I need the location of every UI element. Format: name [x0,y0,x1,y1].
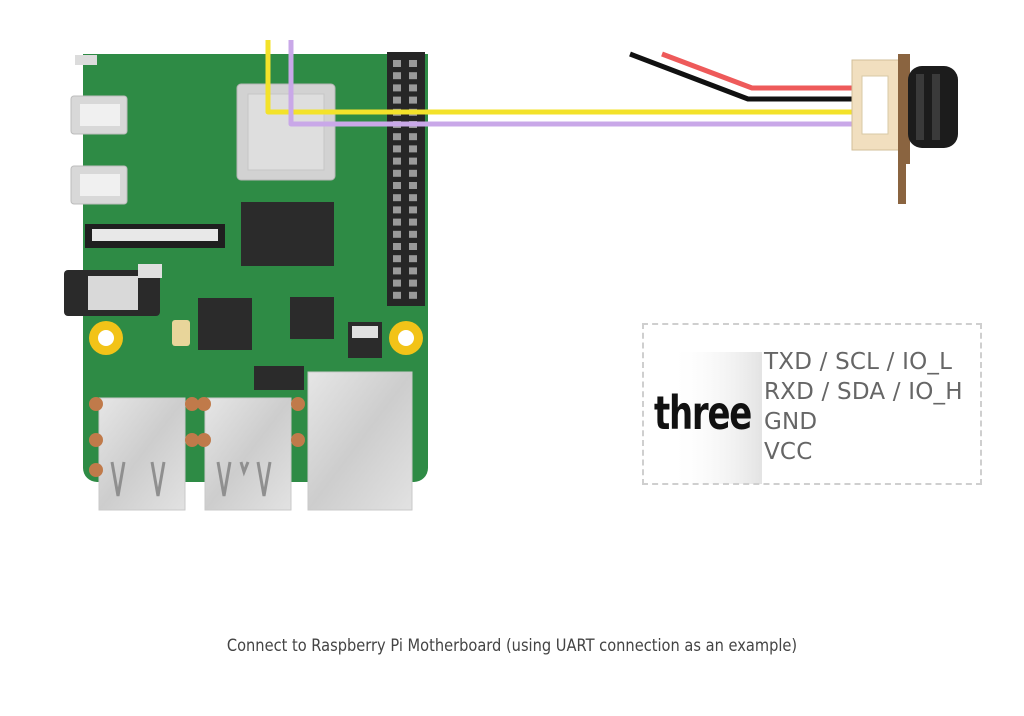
gpio-pin [393,218,401,226]
gpio-pin [409,206,417,214]
gpio-pin [409,218,417,226]
gpio-pin [409,157,417,165]
wire-red [661,51,858,91]
raspberry-pi-board [64,40,428,511]
pin-label-gnd: GND [764,409,818,435]
pin-legend-box [642,323,982,485]
pin-label-vcc: VCC [764,439,813,465]
ethernet-port [307,371,413,511]
gpio-pin [409,72,417,80]
gpio-pin [409,255,417,263]
gpio-pin [393,157,401,165]
gpio-pin [393,96,401,104]
gpio-pins [393,60,417,299]
gpio-pin [409,182,417,189]
wire-purple [288,40,858,127]
gpio-pin [393,230,401,238]
usb-port-2 [204,397,292,511]
sensor-connector [851,59,901,151]
gpio-pin [393,169,401,177]
gpio-pin [393,291,401,299]
gpio-pin [393,133,401,141]
gpio-pin [409,267,417,275]
gpio-pin [409,145,417,153]
gpio-pin [393,206,401,214]
wire-yellow [265,40,858,115]
callout-three: three [654,386,752,440]
gpio-pin [393,60,401,67]
usb-c-port [75,55,97,65]
pin-label-rxd: RXD / SDA / IO_H [764,379,963,405]
gpio-pin [409,243,417,250]
gpio-pin [409,291,417,299]
ethernet-chip [290,297,334,339]
gpio-pin [409,194,417,202]
gpio-pin [409,84,417,92]
gpio-pin [409,169,417,177]
figure-caption: Connect to Raspberry Pi Motherboard (usi… [226,636,798,656]
pin-label-txd: TXD / SCL / IO_L [764,349,953,375]
usb-controller-chip [198,298,252,350]
usb-port-1 [98,397,186,511]
ram-chip [241,202,334,266]
gpio-pin [393,194,401,202]
gpio-pin [409,96,417,104]
gpio-pin [393,267,401,275]
sensor-stem [898,160,906,204]
gpio-pin [409,230,417,238]
sensor-pcb [898,54,910,164]
gpio-pin [393,182,401,189]
gpio-pin [393,84,401,92]
gpio-pin [393,255,401,263]
gpio-pin [393,72,401,80]
gpio-header [387,52,425,306]
gpio-pin [393,145,401,153]
gpio-pin [409,133,417,141]
uart-wires [265,40,858,127]
gpio-pin [393,243,401,250]
legend-fade [670,352,762,484]
gpio-pin [409,279,417,287]
gpio-pin [393,279,401,287]
gpio-pin [409,60,417,67]
wire-black [629,51,858,102]
sensor-module [851,54,958,204]
